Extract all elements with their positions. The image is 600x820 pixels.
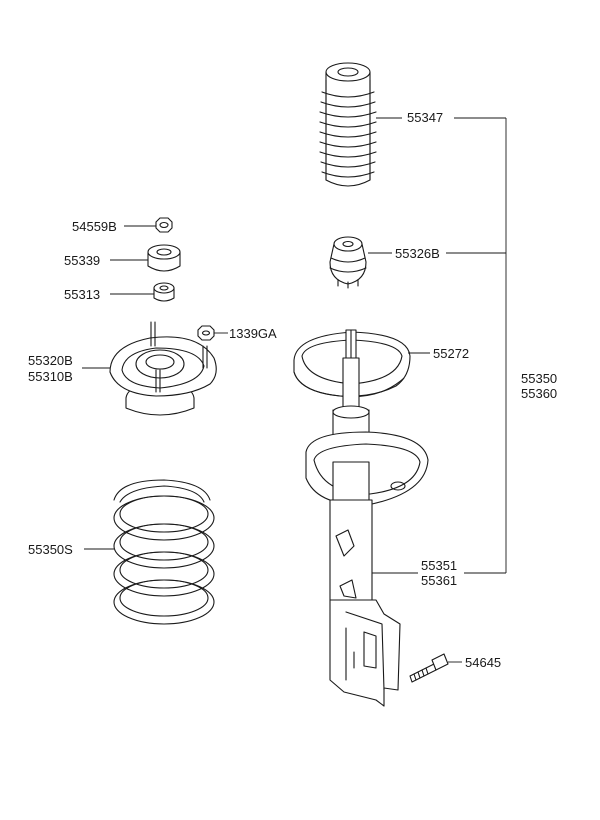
label-55351: 55351 <box>421 558 457 573</box>
label-55320b: 55320B <box>28 353 73 368</box>
label-55326b: 55326B <box>395 246 440 261</box>
boot-drawing <box>319 62 377 187</box>
label-55360: 55360 <box>521 386 557 401</box>
strut-body-drawing <box>305 405 429 707</box>
label-54645: 54645 <box>465 655 501 670</box>
label-55350s: 55350S <box>28 542 73 557</box>
label-55350: 55350 <box>521 371 557 386</box>
label-55310b: 55310B <box>28 369 73 384</box>
label-54559b: 54559B <box>72 219 117 234</box>
bump-stopper-drawing <box>329 236 367 289</box>
coil-spring-drawing <box>113 479 215 625</box>
label-55272: 55272 <box>433 346 469 361</box>
label-55313: 55313 <box>64 287 100 302</box>
label-55339: 55339 <box>64 253 100 268</box>
flange-nut-drawing <box>197 325 215 341</box>
bushing-drawing <box>153 282 175 302</box>
label-55347: 55347 <box>407 110 443 125</box>
insulator-drawing <box>109 321 217 416</box>
lock-nut-drawing <box>155 217 173 233</box>
leader-lines <box>82 117 507 663</box>
label-55361: 55361 <box>421 573 457 588</box>
mounting-bolt-drawing <box>409 653 449 683</box>
strut-rod-drawing <box>342 329 360 411</box>
label-1339ga: 1339GA <box>229 326 277 341</box>
dust-cover-drawing <box>147 244 181 272</box>
